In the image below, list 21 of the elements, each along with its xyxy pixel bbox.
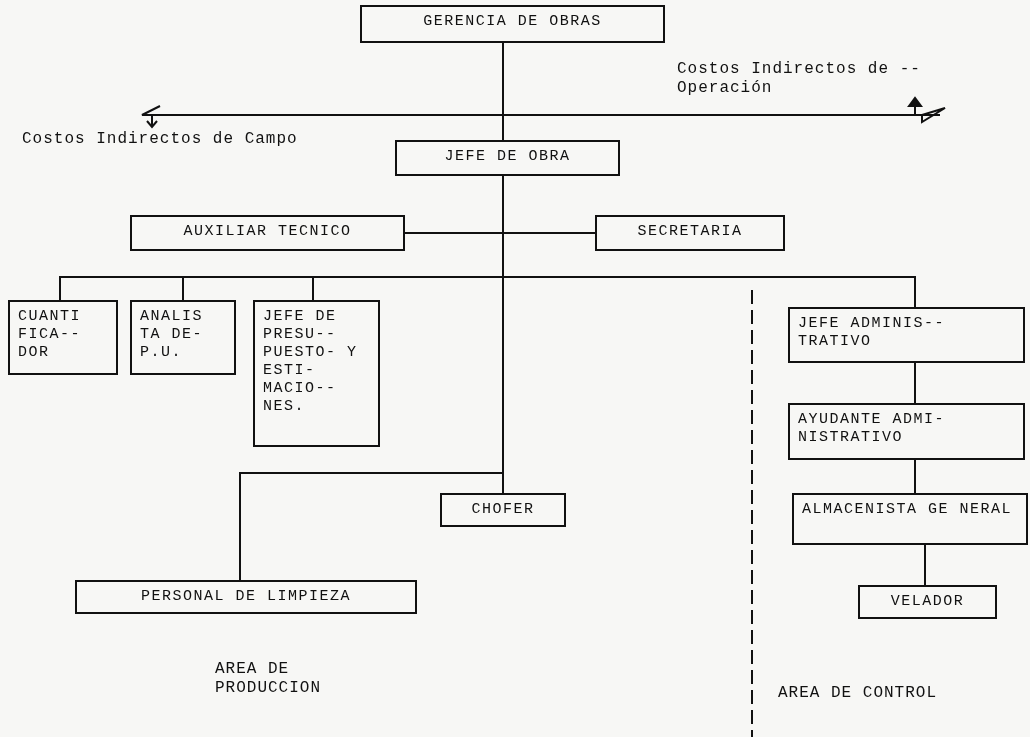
- org-chart-box: JEFE DE OBRA: [395, 140, 620, 176]
- org-chart-box: JEFE DE PRESU-- PUESTO- Y ESTI- MACIO-- NES.: [253, 300, 380, 447]
- connector-line: [914, 362, 916, 404]
- org-chart-box: JEFE ADMINIS-- TRATIVO: [788, 307, 1025, 363]
- area-label: AREA DE CONTROL: [778, 684, 939, 703]
- area-label: AREA DE PRODUCCION: [215, 660, 322, 698]
- org-chart-box: ALMACENISTA GE NERAL: [792, 493, 1028, 545]
- org-chart-box: PERSONAL DE LIMPIEZA: [75, 580, 417, 614]
- org-chart-box: AYUDANTE ADMI- NISTRATIVO: [788, 403, 1025, 460]
- org-chart-box: CUANTI FICA-- DOR: [8, 300, 118, 375]
- org-chart-box: AUXILIAR TECNICO: [130, 215, 405, 251]
- cost-label: Costos Indirectos de -- Operación: [677, 60, 922, 98]
- org-chart-box: SECRETARIA: [595, 215, 785, 251]
- org-chart-box: ANALIS TA DE- P.U.: [130, 300, 236, 375]
- cost-label: Costos Indirectos de Campo: [22, 130, 299, 149]
- org-chart-box: CHOFER: [440, 493, 566, 527]
- connector-line: [924, 544, 926, 586]
- org-chart-box: GERENCIA DE OBRAS: [360, 5, 665, 43]
- org-chart-box: VELADOR: [858, 585, 997, 619]
- connector-line: [914, 459, 916, 494]
- connector-line: [502, 42, 504, 141]
